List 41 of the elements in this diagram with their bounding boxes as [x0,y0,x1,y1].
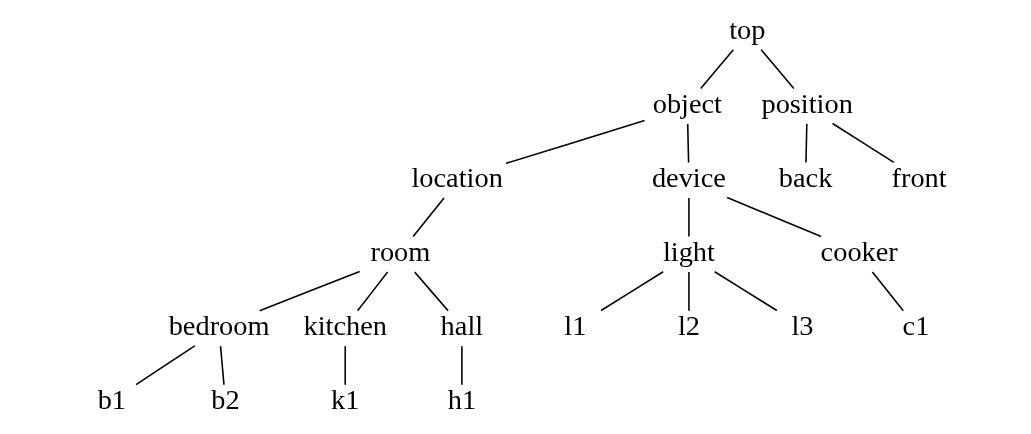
node-text: l3 [791,310,814,342]
node-text: object [652,87,722,119]
node-text: position [761,87,853,119]
connector [688,271,690,312]
connector [356,271,389,312]
node-text: front [891,161,947,193]
node-text: location [411,161,503,193]
connector [505,119,646,165]
connector [805,123,808,164]
connector [344,345,346,386]
node-text: kitchen [303,310,387,342]
node-text: h1 [447,384,477,416]
connector [760,49,795,90]
node-text: k1 [331,384,360,416]
connector [258,270,361,312]
connector [831,122,895,164]
node-text: room [370,235,431,267]
node-text: bedroom [168,310,270,342]
connector [412,197,445,238]
node-text: device [651,161,726,193]
node-text: back [778,161,833,193]
connector [871,271,905,312]
node-text: l1 [564,310,587,342]
connector [686,123,690,164]
node-text: c1 [902,310,930,342]
connector [726,196,822,238]
connector [461,345,463,386]
node-text: l2 [677,310,700,342]
connector [135,345,196,386]
connector [413,271,449,312]
connector [219,345,225,386]
connector [688,197,690,238]
node-text: cooker [820,235,898,267]
connector [713,270,778,312]
connector [699,49,735,90]
node-text: hall [440,310,484,342]
connector [600,270,664,312]
node-text: top [729,13,766,45]
node-text: light [662,235,715,267]
node-text: b2 [211,384,240,416]
node-text: b1 [97,384,127,416]
